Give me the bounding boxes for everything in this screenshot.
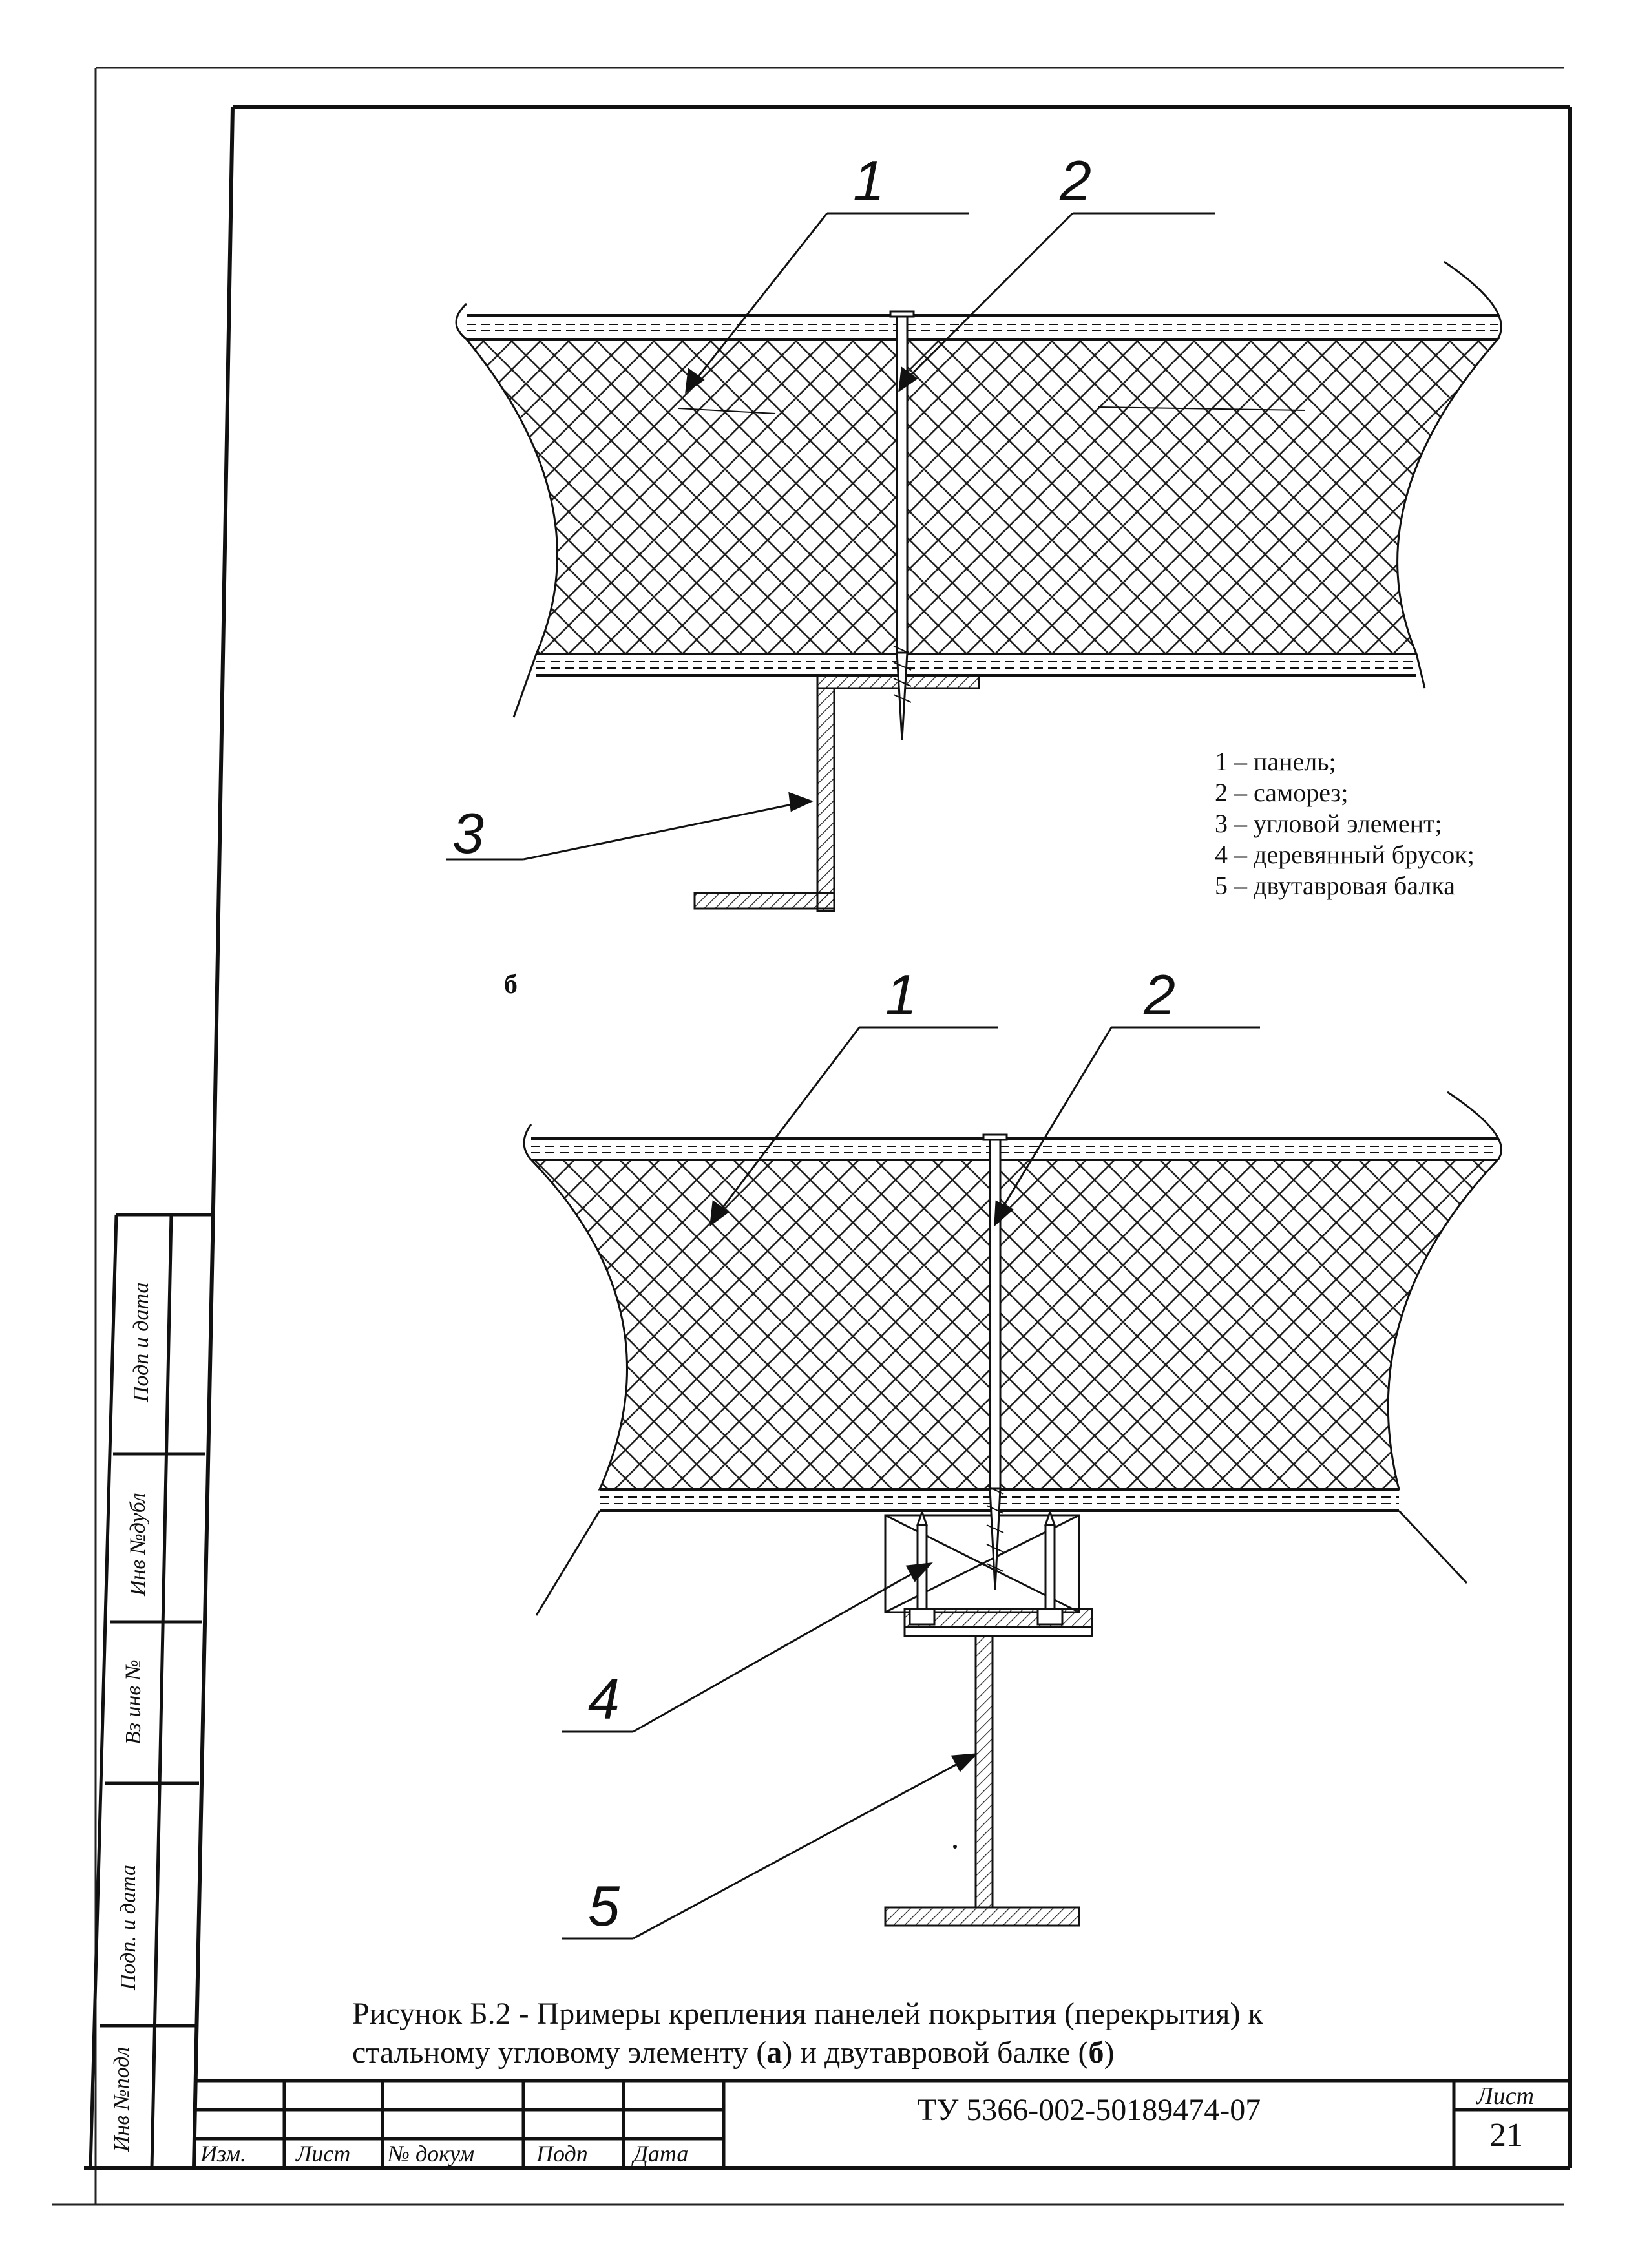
figure-b-label: б [504, 970, 518, 1000]
stamp-col-sign: Подп [536, 2141, 588, 2167]
side-label-sign-date: Подп и дата [129, 1282, 153, 1402]
block-screws [909, 1509, 1064, 1626]
legend-item-2: 2 – саморез; [1215, 778, 1349, 807]
caption-text-pre: стальному угловому элементу ( [352, 2035, 767, 2070]
panel-b-core [529, 1159, 1500, 1491]
leaders-a [446, 212, 1215, 861]
legend-item-1: 1 – панель; [1215, 747, 1336, 776]
callout-b-5: 5 [588, 1874, 620, 1938]
caption-bold-a: а [766, 2035, 782, 2070]
side-label-orig-inv: Инв №подл [110, 2046, 134, 2152]
legend-item-5: 5 – двутавровая балка [1215, 871, 1455, 900]
figure-b: 1 2 4 5 [523, 963, 1502, 1940]
callout-a-1: 1 [853, 149, 885, 213]
side-stamp-frame [89, 1213, 213, 2168]
stamp-col-sheet: Лист [296, 2141, 351, 2167]
callout-a-3: 3 [452, 801, 484, 865]
sheet-label: Лист [1476, 2083, 1535, 2110]
panel-a-top-skin [467, 315, 1498, 339]
callout-b-1: 1 [885, 963, 917, 1027]
panel-b-top-skin [531, 1137, 1498, 1161]
callout-a-2: 2 [1059, 149, 1091, 213]
side-label-sign-date-2: Подп. и дата [116, 1865, 140, 1990]
figure-caption-line-1: Рисунок Б.2 - Примеры крепления панелей … [352, 1997, 1263, 2031]
screw-a [889, 310, 915, 740]
panel-a-core [464, 338, 1500, 655]
drawing-frame [84, 105, 1572, 2170]
figure-a: 1 2 3 [446, 149, 1502, 912]
side-label-replaced-inv: Вз инв № [121, 1659, 145, 1745]
caption-bold-b: б [1088, 2035, 1104, 2070]
sheet-number: 21 [1489, 2117, 1523, 2154]
figure-caption-line-2: стальному угловому элементу (а) и двутав… [352, 2034, 1114, 2072]
title-block-grid [194, 2079, 1570, 2168]
callout-b-4: 4 [588, 1667, 620, 1731]
legend-item-3: 3 – угловой элемент; [1215, 809, 1442, 838]
angle-element [693, 674, 980, 912]
legend-item-4: 4 – деревянный брусок; [1215, 840, 1475, 869]
stamp-col-change: Изм. [200, 2141, 247, 2167]
sheet-trim-lines [52, 67, 1564, 2206]
stamp-col-doc-no: № докум [388, 2141, 475, 2167]
callout-b-2: 2 [1143, 963, 1175, 1027]
screw-b [982, 1133, 1008, 1590]
side-label-dup-inv: Инв №дубл [126, 1493, 150, 1596]
i-beam [884, 1635, 1080, 1927]
document-code: ТУ 5366-002-50189474-07 [918, 2093, 1261, 2127]
caption-text-post: ) [1104, 2035, 1115, 2070]
stamp-col-date: Дата [633, 2141, 689, 2167]
leaders-b [562, 1026, 1260, 1940]
caption-text-mid: ) и двутавровой балке ( [782, 2035, 1089, 2070]
